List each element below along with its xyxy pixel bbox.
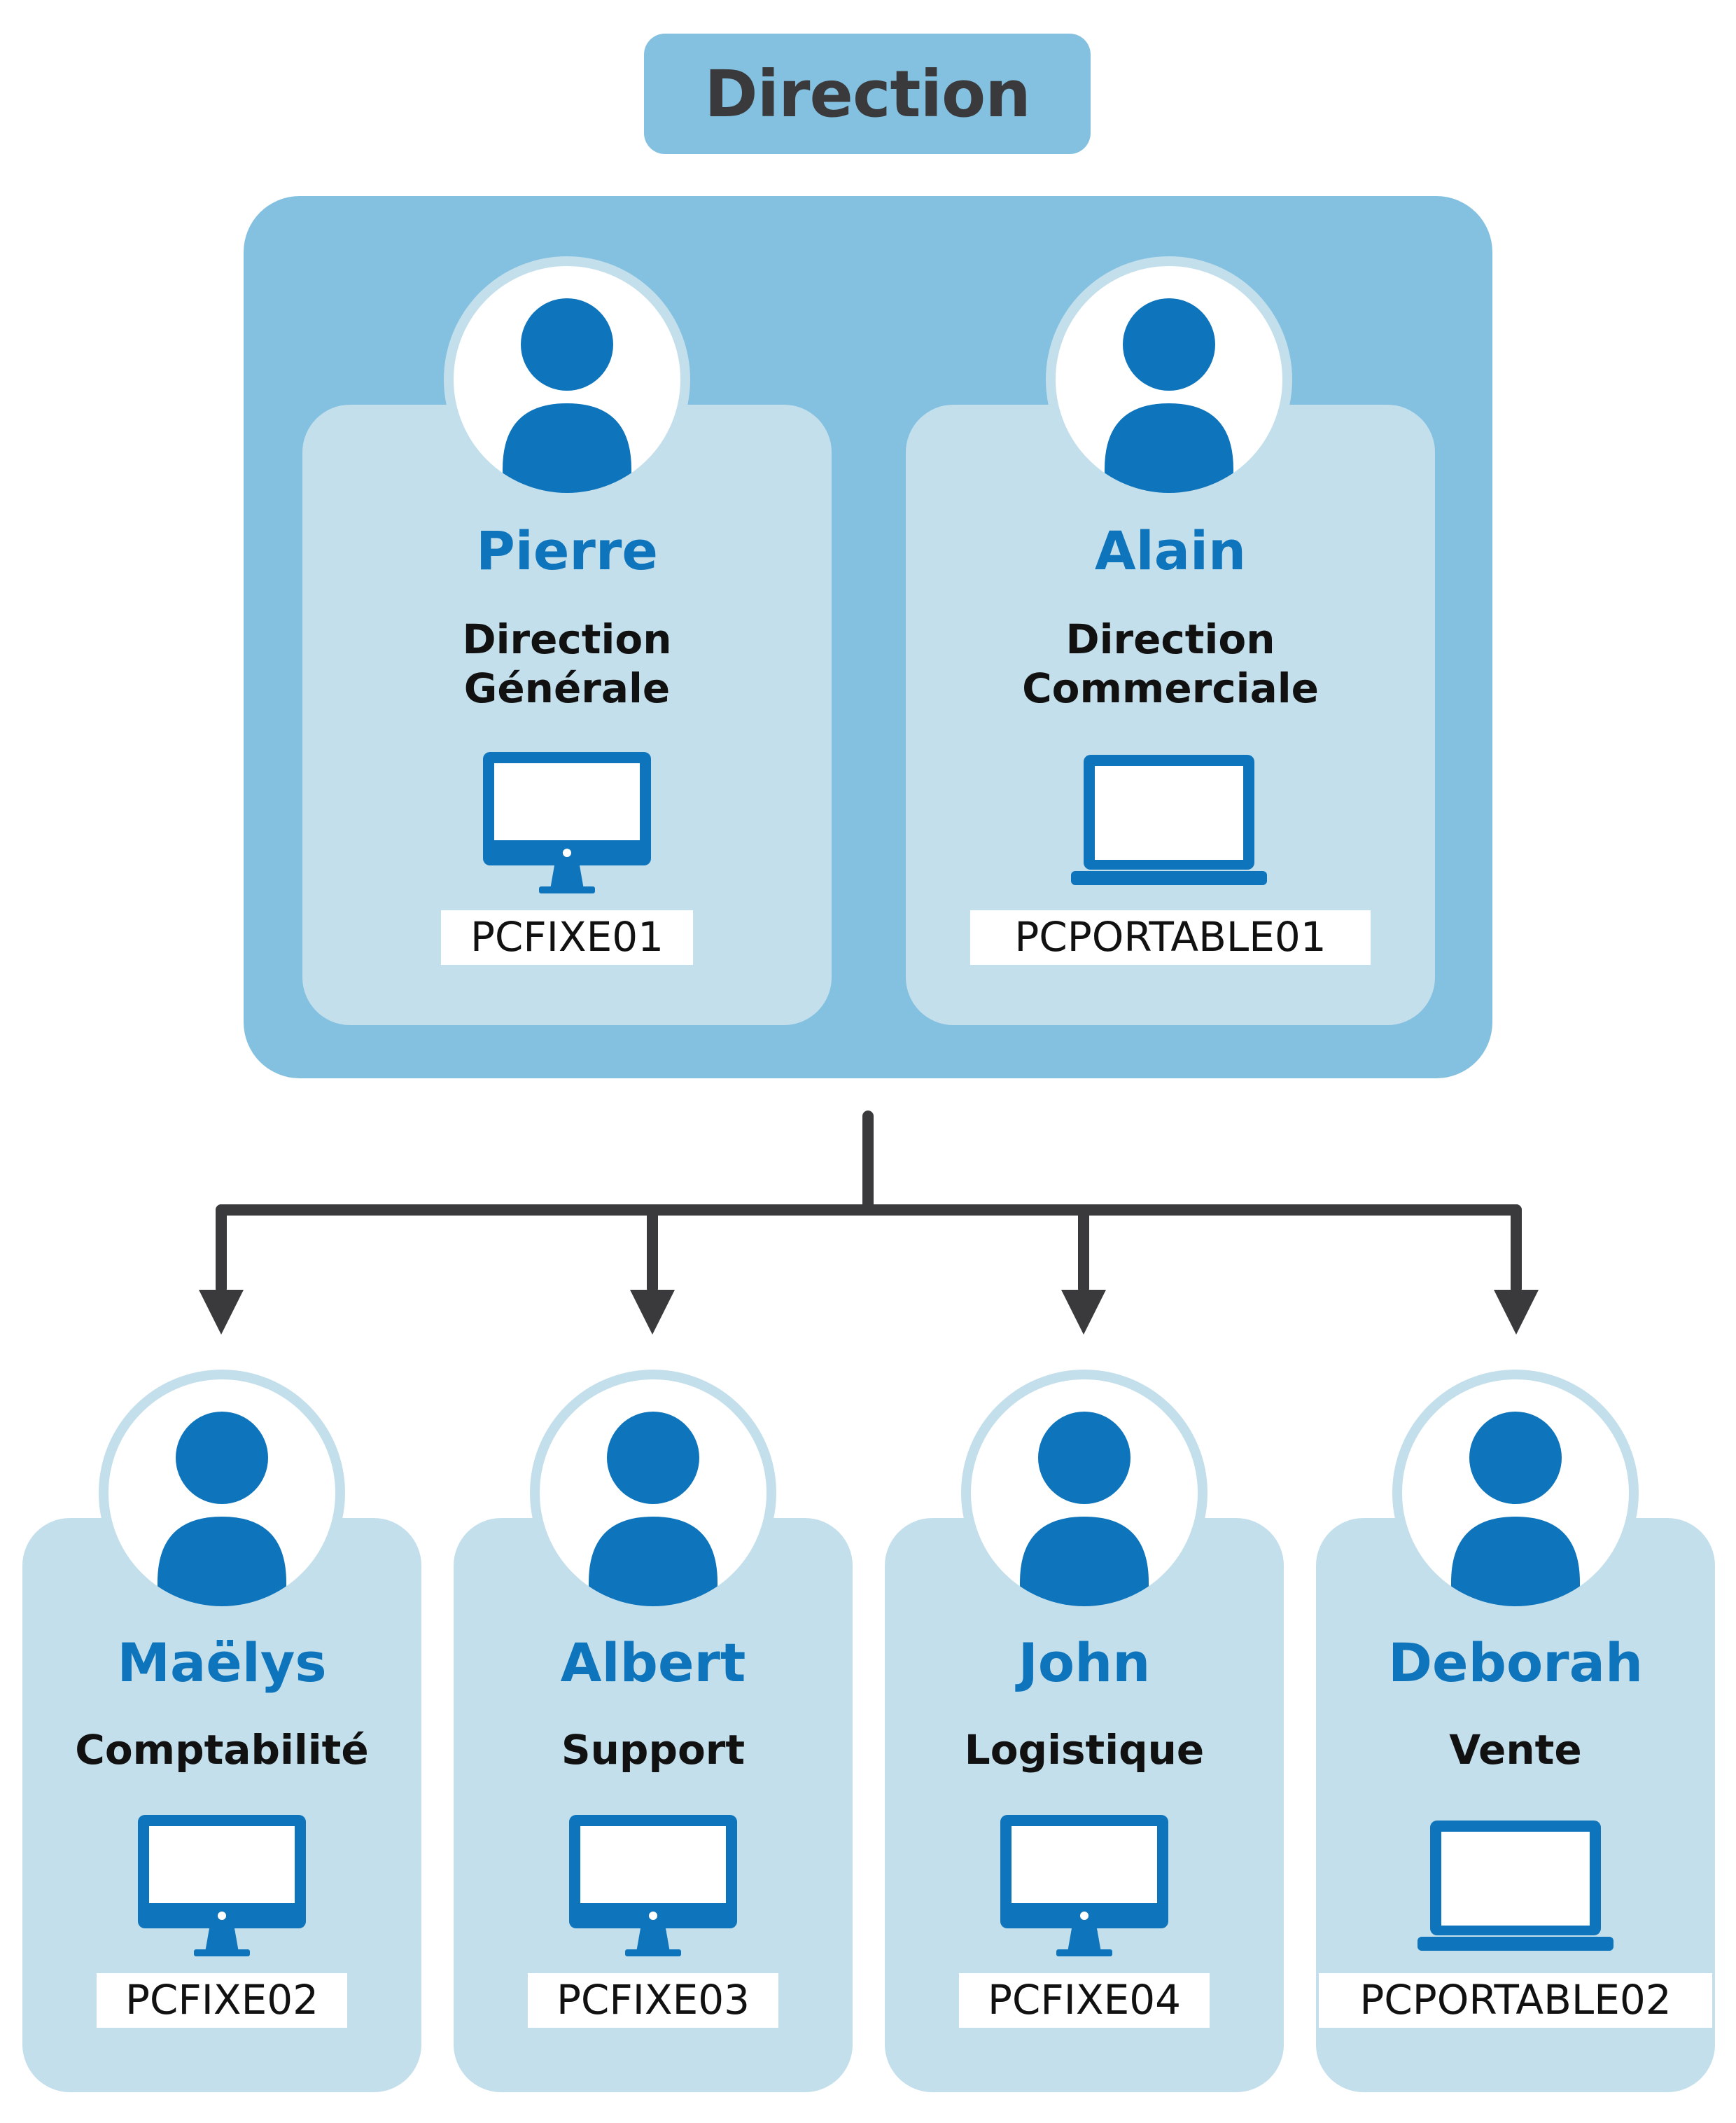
member-role: Logistique [964,1726,1205,1774]
arrowhead-down-icon [1494,1290,1539,1335]
device-label: PCFIXE01 [441,910,693,965]
user-avatar-icon [1020,1412,1149,1606]
device-label: PCFIXE02 [97,1973,347,2028]
user-avatar-icon [589,1412,718,1606]
member-name: Albert [560,1631,746,1694]
device-label: PCPORTABLE02 [1319,1973,1712,2028]
member-name: Deborah [1387,1631,1644,1694]
member-role-line2: Générale [463,664,671,712]
avatar [1046,256,1292,503]
arrowhead-down-icon [630,1290,675,1335]
user-avatar-icon [158,1412,286,1606]
avatar [1392,1370,1639,1616]
avatar [444,256,690,503]
desktop-monitor-icon [482,751,652,895]
avatar [99,1370,345,1616]
device-label: PCFIXE04 [959,1973,1210,2028]
member-role-line2: Commerciale [1022,664,1319,712]
member-role-line1: Direction [462,615,672,663]
desktop-monitor-icon [136,1814,307,1958]
arrowhead-down-icon [199,1290,244,1335]
avatar [961,1370,1208,1616]
laptop-icon [1416,1819,1615,1954]
member-role-line1: Direction [1065,615,1275,663]
desktop-monitor-icon [568,1814,738,1958]
user-avatar-icon [503,298,631,493]
direction-header-title: Direction [704,56,1030,132]
member-name: Alain [1094,520,1247,582]
arrowhead-down-icon [1061,1290,1106,1335]
device-label: PCPORTABLE01 [970,910,1371,965]
user-avatar-icon [1451,1412,1580,1606]
user-avatar-icon [1105,298,1233,493]
member-name: John [1018,1631,1151,1694]
laptop-icon [1070,753,1268,888]
avatar [530,1370,776,1616]
member-name: Pierre [476,520,658,582]
member-role: Vente [1449,1726,1582,1774]
device-label: PCFIXE03 [528,1973,778,2028]
hierarchy-connectors [199,1111,1539,1335]
desktop-monitor-icon [999,1814,1170,1958]
member-name: Maëlys [117,1631,327,1694]
member-role: Comptabilité [75,1726,369,1774]
member-role: Support [561,1726,746,1774]
direction-header-badge: Direction [644,34,1091,154]
